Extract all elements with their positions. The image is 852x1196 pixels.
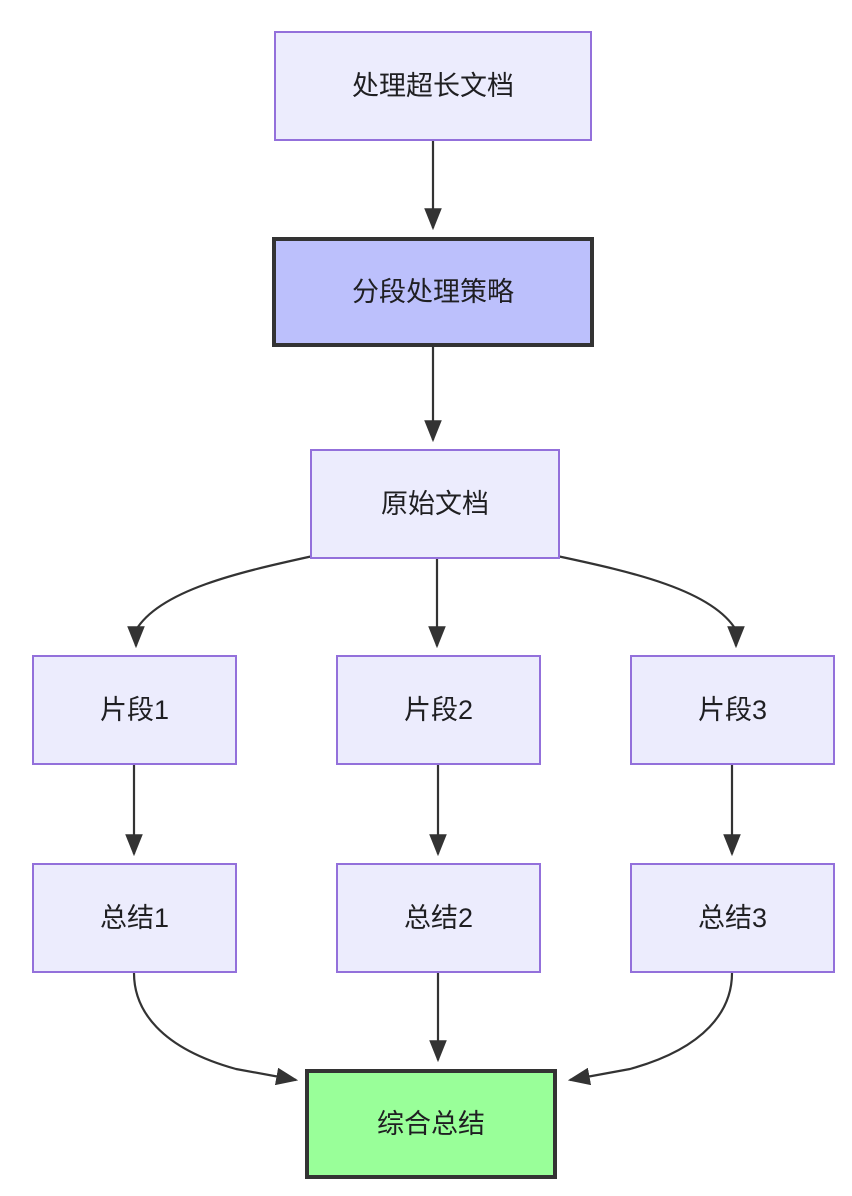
node-fragment-1[interactable]: 片段1	[32, 655, 237, 765]
node-label: 总结2	[403, 902, 474, 933]
edge-n9-n10	[567, 972, 734, 1086]
node-summary-1[interactable]: 总结1	[32, 863, 237, 973]
edge-n3-n4	[127, 554, 314, 649]
edge-n7-n10	[132, 972, 299, 1086]
node-label: 原始文档	[381, 488, 489, 519]
node-label: 处理超长文档	[352, 70, 514, 101]
node-fragment-2[interactable]: 片段2	[336, 655, 541, 765]
node-label: 片段2	[403, 694, 474, 725]
node-label: 综合总结	[377, 1108, 485, 1139]
node-original-document[interactable]: 原始文档	[310, 449, 560, 559]
node-summary-3[interactable]: 总结3	[630, 863, 835, 973]
node-label: 分段处理策略	[352, 276, 514, 307]
node-label: 片段3	[697, 694, 768, 725]
edge-n3-n6	[556, 554, 745, 649]
node-chunking-strategy[interactable]: 分段处理策略	[272, 237, 594, 347]
node-label: 总结1	[99, 902, 170, 933]
node-comprehensive-summary[interactable]: 综合总结	[305, 1069, 557, 1179]
node-label: 总结3	[697, 902, 768, 933]
node-process-long-document[interactable]: 处理超长文档	[274, 31, 592, 141]
node-fragment-3[interactable]: 片段3	[630, 655, 835, 765]
node-label: 片段1	[99, 694, 170, 725]
node-summary-2[interactable]: 总结2	[336, 863, 541, 973]
